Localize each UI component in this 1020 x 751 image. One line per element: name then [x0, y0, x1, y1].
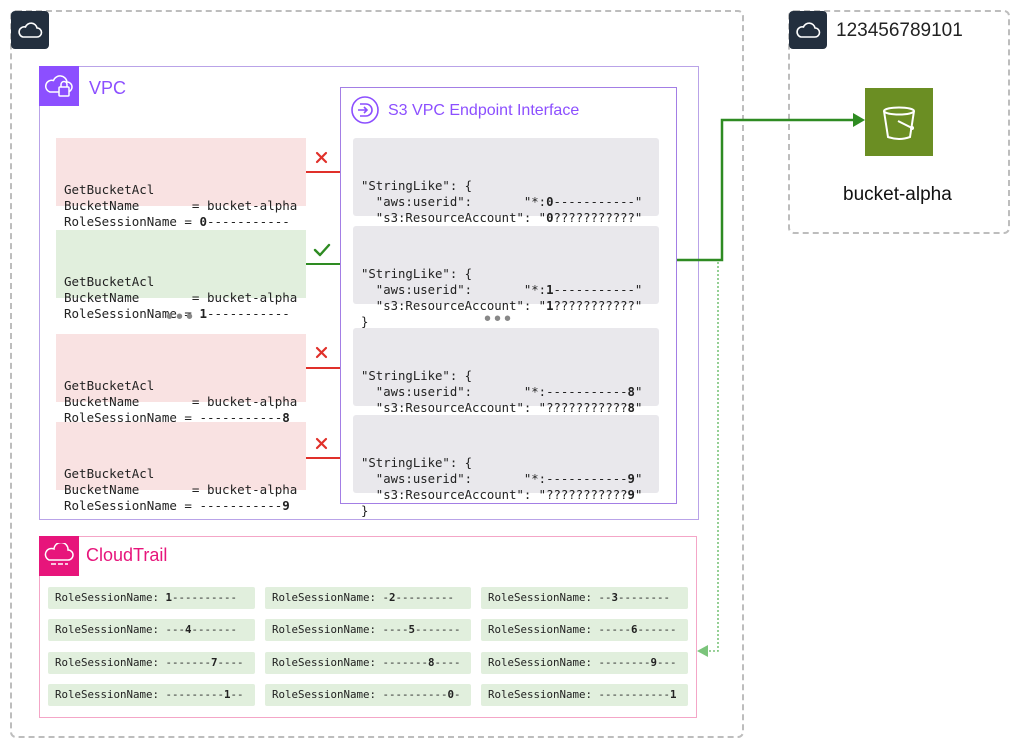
flow-logs-to-cloudtrail [706, 262, 719, 652]
policy-box-0: "StringLike": { "aws:userid": "*:0------… [353, 138, 659, 241]
cloudtrail-box [39, 536, 697, 718]
endpoint-title: S3 VPC Endpoint Interface [388, 102, 580, 119]
source-account-badge [11, 11, 49, 49]
target-bucket-name: bucket-alpha [843, 184, 952, 205]
cloudtrail-label: CloudTrail [86, 545, 168, 565]
target-account-id: 123456789101 [836, 20, 963, 41]
cloudtrail-log-entry: RoleSessionName: ---4------- [48, 619, 255, 641]
flow-endpoint-to-bucket [677, 118, 856, 262]
requests-ellipsis: ••• [166, 306, 197, 328]
cloudtrail-log-entry: RoleSessionName: -------7---- [48, 652, 255, 674]
policy-box-2: "StringLike": { "aws:userid": "*:-------… [353, 328, 659, 431]
cloudtrail-log-entry: RoleSessionName: --3-------- [481, 587, 688, 609]
cloudtrail-log-entry: RoleSessionName: -----------1 [481, 684, 688, 706]
arrowhead-cloudtrail [697, 645, 708, 657]
cross-icon [315, 346, 328, 359]
vpc-label: VPC [89, 78, 127, 98]
vpc-box [39, 66, 699, 520]
cloudtrail-log-entry: RoleSessionName: ----5------- [265, 619, 471, 641]
cloud-icon [18, 22, 43, 38]
endpoint-box [340, 87, 677, 504]
arrowhead-bucket [853, 113, 865, 127]
cloudtrail-icon [44, 543, 74, 565]
cloudtrail-badge [39, 536, 79, 576]
source-account-box [10, 10, 744, 738]
cloudtrail-log-entry: RoleSessionName: 1---------- [48, 587, 255, 609]
target-account-badge [789, 11, 827, 49]
vpc-badge [39, 66, 79, 106]
cloudtrail-log-entry: RoleSessionName: ---------1-- [48, 684, 255, 706]
cloudtrail-log-entry: RoleSessionName: -------8---- [265, 652, 471, 674]
s3-bucket-icon [883, 106, 915, 140]
cloudtrail-log-entry: RoleSessionName: ----------0- [265, 684, 471, 706]
target-account-box [788, 10, 1010, 234]
policies-ellipsis: ••• [484, 308, 515, 330]
vpc-cloud-lock-icon [44, 75, 73, 97]
check-icon [313, 243, 331, 257]
endpoint-icon [351, 96, 379, 124]
policy-box-1: "StringLike": { "aws:userid": "*:1------… [353, 226, 659, 329]
cloud-icon [796, 22, 821, 38]
cloudtrail-log-entry: RoleSessionName: --------9--- [481, 652, 688, 674]
cloudtrail-log-entry: RoleSessionName: -2--------- [265, 587, 471, 609]
cloudtrail-log-entry: RoleSessionName: -----6------ [481, 619, 688, 641]
policy-box-3: "StringLike": { "aws:userid": "*:-------… [353, 415, 659, 518]
cross-icon [315, 151, 328, 164]
s3-bucket-tile [865, 88, 933, 156]
cross-icon [315, 437, 328, 450]
